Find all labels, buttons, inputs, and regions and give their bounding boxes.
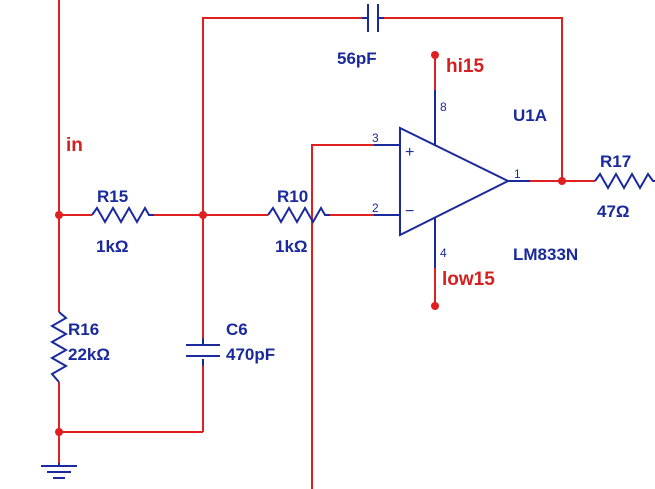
junction-hi15: [431, 51, 439, 59]
net-label-in: in: [66, 135, 83, 156]
pin-label-4: 4: [440, 246, 447, 260]
components: [41, 4, 655, 479]
c6-value: 470pF: [226, 345, 275, 364]
wires: [58, 0, 595, 489]
wire-noninverting: [311, 144, 374, 489]
r10-value: 1kΩ: [275, 237, 308, 256]
junction-node: [199, 211, 207, 219]
resistor-r17[interactable]: [594, 171, 655, 191]
r17-value: 47Ω: [597, 202, 630, 221]
pin-label-2: 2: [372, 201, 379, 215]
r16-ref: R16: [68, 320, 99, 339]
minus-sign: −: [405, 203, 414, 220]
junction-output: [558, 177, 566, 185]
r10-ref: R10: [277, 187, 308, 206]
feedback-cap-value: 56pF: [337, 49, 377, 68]
net-label-hi15: hi15: [446, 56, 484, 77]
junction-input: [55, 211, 63, 219]
labels: in hi15 low15 56pF R15 1kΩ R10 1kΩ R16 2…: [66, 49, 631, 364]
pin-label-3: 3: [372, 131, 379, 145]
r15-ref: R15: [97, 187, 128, 206]
resistor-r16[interactable]: [49, 311, 69, 383]
r17-ref: R17: [600, 152, 631, 171]
opamp-part: LM833N: [513, 245, 578, 264]
opamp-ref: U1A: [513, 106, 547, 125]
resistor-r10[interactable]: [267, 205, 330, 225]
junctions: [55, 51, 566, 436]
resistor-r15[interactable]: [91, 205, 154, 225]
pin-label-8: 8: [440, 100, 447, 114]
wire-feedback-left: [202, 17, 362, 215]
net-label-low15: low15: [442, 269, 495, 290]
pin-label-1: 1: [514, 167, 521, 181]
wire-feedback-right: [384, 17, 563, 181]
capacitor-c6[interactable]: [186, 338, 220, 366]
junction-low15: [431, 302, 439, 310]
plus-sign: +: [405, 144, 414, 161]
opamp-u1a[interactable]: [374, 90, 530, 268]
capacitor-feedback[interactable]: [362, 4, 384, 32]
junction-ground-left: [55, 428, 63, 436]
c6-ref: C6: [226, 320, 248, 339]
ground-symbol: [41, 463, 77, 479]
r16-value: 22kΩ: [68, 345, 110, 364]
r15-value: 1kΩ: [96, 237, 129, 256]
